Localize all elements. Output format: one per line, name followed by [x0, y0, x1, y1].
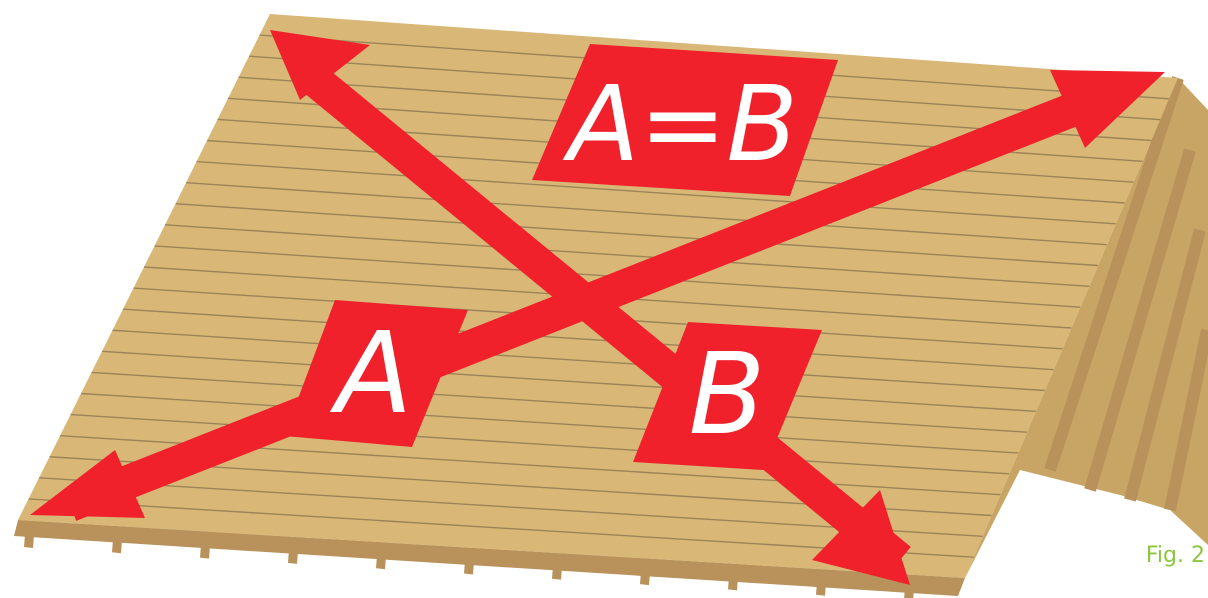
joist-end [552, 565, 562, 580]
roof-plank-line [70, 413, 1010, 475]
equation-label: A=B [532, 44, 838, 196]
roof-plank-line [164, 224, 1090, 288]
equation-text: A=B [562, 63, 798, 185]
joist-end [288, 549, 298, 564]
roof-plank-line [38, 477, 983, 538]
label-b-text: B [689, 330, 766, 460]
joist-end [904, 587, 914, 598]
rafter [1124, 228, 1206, 502]
joist-end [816, 581, 826, 596]
roof-plank-line [91, 371, 1028, 433]
roof-plank-line [196, 160, 1116, 225]
joist-end [376, 555, 386, 570]
label-a: A [284, 300, 468, 447]
roof-plank-line [175, 203, 1099, 267]
roof-plank-line [185, 181, 1108, 246]
joist-end [24, 534, 34, 548]
figure-caption: Fig. 2 [1146, 543, 1205, 568]
joist-end [200, 544, 210, 559]
label-b: B [633, 322, 822, 470]
joist-end [112, 539, 122, 554]
roof-plank-line [80, 392, 1019, 454]
roof-gable-side [965, 76, 1208, 578]
rafter [1084, 148, 1196, 492]
roof-plank-line [122, 308, 1054, 371]
arrow-diagonal-a-icon [30, 70, 1165, 521]
joist-end [640, 571, 650, 586]
rafter [1044, 76, 1184, 472]
arrow-diagonal-b-icon [270, 30, 911, 585]
label-a-text: A [330, 309, 413, 439]
joist-end [728, 576, 738, 591]
rafter [1164, 328, 1208, 512]
roof-plank-line [101, 350, 1037, 413]
roof-plank-line [112, 329, 1045, 392]
roof-plank-line [28, 498, 974, 558]
joist-end [464, 560, 474, 575]
